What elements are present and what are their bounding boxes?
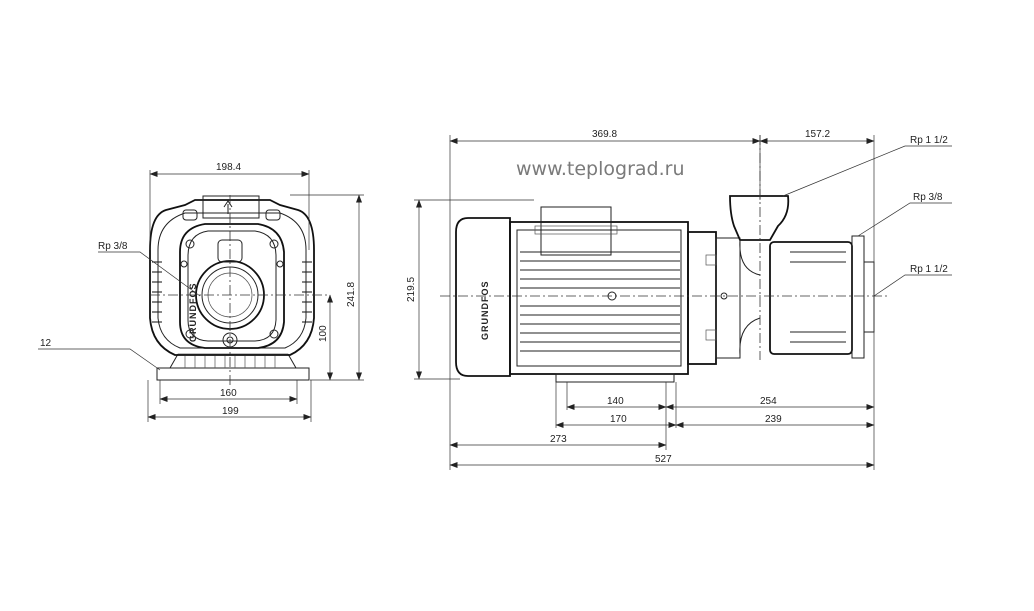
dim-100: 100 (318, 294, 333, 381)
dim-273-label: 273 (550, 434, 567, 445)
dim-254-label: 254 (760, 396, 777, 407)
front-view: GRUNDFOS 198.4 241.8 100 1 (38, 162, 364, 422)
dim-241-8-label: 241.8 (346, 282, 357, 307)
leader-12: 12 (38, 338, 161, 371)
pump-cover: GRUNDFOS (179, 223, 285, 349)
dim-273: 273 (449, 434, 667, 448)
dim-140-label: 140 (607, 396, 624, 407)
dim-199-label: 199 (222, 406, 239, 417)
leader-rp-1-1-2-bottom: Rp 1 1/2 (873, 264, 952, 297)
side-rp-mid-label: Rp 3/8 (913, 192, 943, 203)
dim-170-label: 170 (610, 414, 627, 425)
leader-rp-3-8-front: Rp 3/8 (98, 241, 201, 297)
dim-239-label: 239 (765, 414, 782, 425)
dim-140: 140 (566, 396, 667, 410)
dim-160-label: 160 (220, 388, 237, 399)
dim-170: 170 (555, 414, 677, 428)
dim-157-2: 157.2 (759, 129, 875, 470)
dim-160: 160 (159, 380, 298, 404)
motor-flange (687, 231, 741, 365)
side-rp-bottom-label: Rp 1 1/2 (910, 264, 948, 275)
dim-198-4-label: 198.4 (216, 162, 241, 173)
dim-199: 199 (147, 380, 312, 422)
dim-198-4: 198.4 (149, 162, 310, 250)
dim-527-label: 527 (655, 454, 672, 465)
front-foot-label: 12 (40, 338, 52, 349)
dim-241-8: 241.8 (290, 194, 364, 381)
dim-219-5-label: 219.5 (406, 277, 417, 302)
dim-239: 239 (675, 414, 875, 428)
dim-254: 254 (665, 396, 875, 410)
dim-219-5: 219.5 (406, 199, 534, 380)
pump-base (156, 353, 310, 381)
dim-369-8-label: 369.8 (592, 129, 617, 140)
dim-100-label: 100 (318, 325, 329, 342)
dim-369-8: 369.8 (449, 129, 761, 470)
side-view: GRUNDFOS (406, 129, 952, 470)
side-rp-top-label: Rp 1 1/2 (910, 135, 948, 146)
watermark-text: www.teplograd.ru (516, 158, 685, 180)
leader-rp-3-8-side: Rp 3/8 (857, 192, 952, 237)
pump-housing (149, 195, 315, 356)
pump-head (720, 195, 875, 359)
front-rp-label: Rp 3/8 (98, 241, 128, 252)
motor-end-cap: GRUNDFOS (455, 217, 511, 377)
dim-157-2-label: 157.2 (805, 129, 830, 140)
motor-body (509, 206, 689, 383)
dim-527: 527 (449, 454, 875, 468)
leader-rp-1-1-2-top: Rp 1 1/2 (782, 135, 952, 197)
front-brand-text: GRUNDFOS (188, 283, 198, 343)
side-brand-text: GRUNDFOS (480, 281, 490, 341)
